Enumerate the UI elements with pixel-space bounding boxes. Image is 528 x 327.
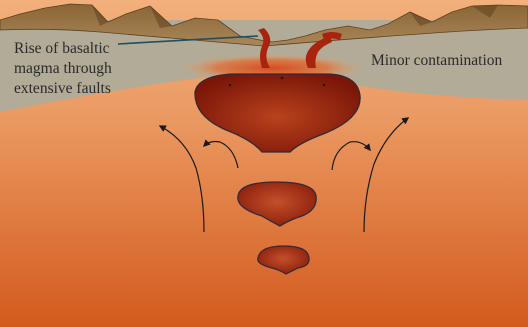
label-minor-contamination: Minor contamination (371, 52, 503, 69)
chamber-vent-dot-1 (229, 84, 232, 87)
label-rise-line-1: Rise of basaltic (14, 40, 110, 57)
chamber-vent-dot-3 (323, 84, 326, 87)
chamber-vent-dot-2 (281, 77, 284, 80)
label-rise-line-3: extensive faults (14, 80, 111, 97)
label-rise-line-2: magma through (14, 60, 112, 77)
